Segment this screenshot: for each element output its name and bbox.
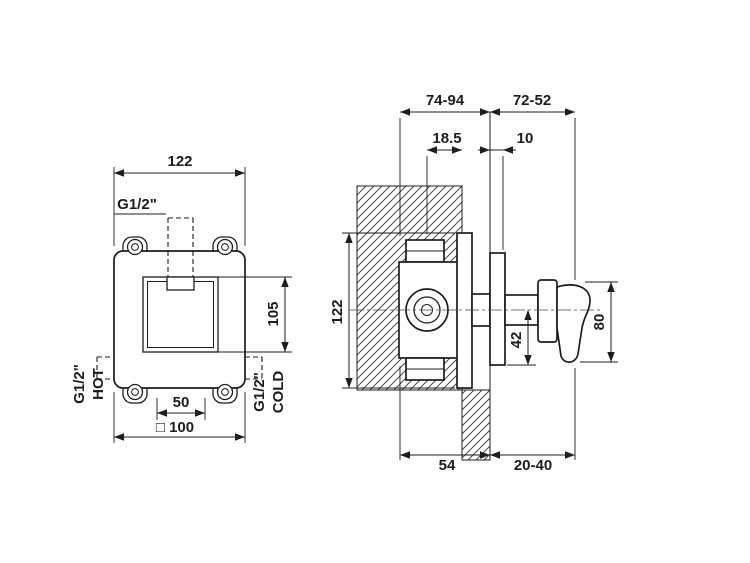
dim-bottom-offset: 42 [508, 332, 525, 349]
label-cold-thread: G1/2" [251, 372, 268, 412]
wall-hatch-lower [461, 389, 491, 461]
dim-cartridge-offset-lines [426, 146, 462, 234]
mounting-screws [126, 238, 234, 401]
hidden-port-lines [96, 213, 263, 380]
trim-and-handle [489, 252, 591, 366]
dim-bottom-offset-lines [507, 310, 536, 366]
front-view: 122 G1/2" 105 50 □ 100 G1/2" HOT G1/2" C… [71, 153, 292, 443]
dim-wall-thickness-range: 20-40 [514, 457, 552, 474]
dim-bottom-lines [399, 366, 576, 460]
dim-plate-lines [113, 392, 246, 443]
label-cold: COLD [270, 371, 287, 414]
dim-plate: □ 100 [156, 419, 194, 436]
mounting-flange [456, 232, 473, 389]
dim-front-height-lines [218, 276, 292, 353]
dim-trim-height: 80 [591, 314, 608, 331]
dim-front-width-lines [113, 167, 246, 246]
dim-depth-range: 74-94 [426, 92, 465, 109]
label-hot: HOT [90, 368, 107, 400]
inner-opening [142, 276, 219, 353]
dim-front-height: 105 [265, 301, 282, 326]
label-hot-thread: G1/2" [71, 364, 88, 404]
dim-protrusion-range-lines [490, 108, 576, 280]
label-top-port: G1/2" [117, 196, 157, 213]
escutcheon [489, 252, 506, 366]
dim-trim-height-lines [580, 281, 618, 363]
side-view: 74-94 72-52 18.5 10 122 [329, 92, 618, 474]
dim-cartridge-offset: 18.5 [432, 130, 461, 147]
dim-plate-offset: 10 [517, 130, 534, 147]
dim-plate-offset-lines [478, 146, 516, 250]
handle-lever [556, 284, 591, 363]
dim-bottom-spacing-lines [156, 398, 206, 420]
dim-depth-range-lines [399, 108, 490, 236]
dim-body-height: 122 [329, 299, 346, 324]
valve-body [398, 232, 491, 389]
dim-front-width: 122 [167, 153, 192, 170]
dim-body-height-lines [342, 232, 455, 389]
handle-base [537, 279, 558, 343]
dim-bottom-spacing: 50 [173, 394, 190, 411]
dim-protrusion-range: 72-52 [513, 92, 551, 109]
dim-body-depth: 54 [439, 457, 456, 474]
